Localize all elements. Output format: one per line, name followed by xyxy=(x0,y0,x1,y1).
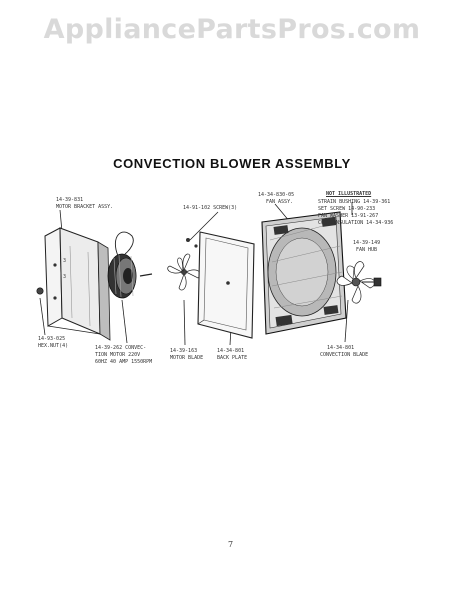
label-hex-nut-name: HEX.NUT(4) xyxy=(38,343,69,349)
label-fan-hub-pn: 14-39-149 xyxy=(353,240,381,246)
label-motor-bracket-pn: 14-39-831 xyxy=(56,197,84,203)
label-fan-washer: FAN WASHER 13-91-267 xyxy=(318,213,379,219)
svg-text:3: 3 xyxy=(63,274,66,280)
fan-assembly xyxy=(261,211,347,335)
label-motor-line3: 60HZ 40 AMP 1550RPM xyxy=(95,359,153,365)
label-motor-line1: 14-39-262 CONVEC- xyxy=(95,345,147,351)
label-not-illustrated: NOT ILLUSTRATED xyxy=(326,191,372,197)
label-motor-blade-pn: 14-39-163 xyxy=(170,348,198,354)
screws xyxy=(186,238,198,248)
label-motor-blade-name: MOTOR BLADE xyxy=(170,355,204,361)
label-hex-nut-pn: 14-93-025 xyxy=(38,336,66,342)
leader-screw xyxy=(189,211,219,241)
label-fan-assy-pn: 14-34-830-05 xyxy=(258,192,295,198)
label-back-plate-pn: 14-34-801 xyxy=(217,348,245,354)
motor-blade xyxy=(167,253,201,291)
label-motor-bracket-name: MOTOR BRACKET ASSY. xyxy=(56,204,114,210)
fan-hub xyxy=(362,277,382,287)
label-screw: 14-91-102 SCREW(3) xyxy=(183,205,238,211)
label-conv-blade-pn: 14-34-801 xyxy=(327,345,355,351)
label-conv-blade-name: CONVECTION BLADE xyxy=(320,352,369,358)
leader-convection-blade xyxy=(344,299,349,343)
leader-motor-blade xyxy=(183,299,186,346)
label-set-screw: SET SCREW 14-90-233 xyxy=(318,206,376,212)
label-back-plate-name: BACK PLATE xyxy=(217,355,248,361)
page-number: 7 xyxy=(228,540,234,549)
leader-hex-nut xyxy=(39,297,46,336)
convection-blade xyxy=(336,261,376,304)
label-fan-hub-name: FAN HUB xyxy=(356,247,378,253)
motor-bracket-assembly: 3 3 xyxy=(44,227,111,341)
label-fan-assy-name: FAN ASSY. xyxy=(266,199,294,205)
leader-convection-motor xyxy=(121,299,128,344)
convection-motor xyxy=(107,231,153,299)
watermark-text: AppliancePartsPros.com xyxy=(43,14,421,45)
back-plate xyxy=(197,231,255,339)
diagram-title: CONVECTION BLOWER ASSEMBLY xyxy=(113,156,351,171)
label-conv-insulation: CONV.INSULATION 14-34-936 xyxy=(318,220,394,226)
label-motor-line2: TION MOTOR 220V xyxy=(95,352,141,358)
svg-text:3: 3 xyxy=(63,258,66,264)
hex-nut xyxy=(36,287,44,295)
label-strain-bushing: STRAIN BUSHING 14-39-361 xyxy=(318,199,391,205)
